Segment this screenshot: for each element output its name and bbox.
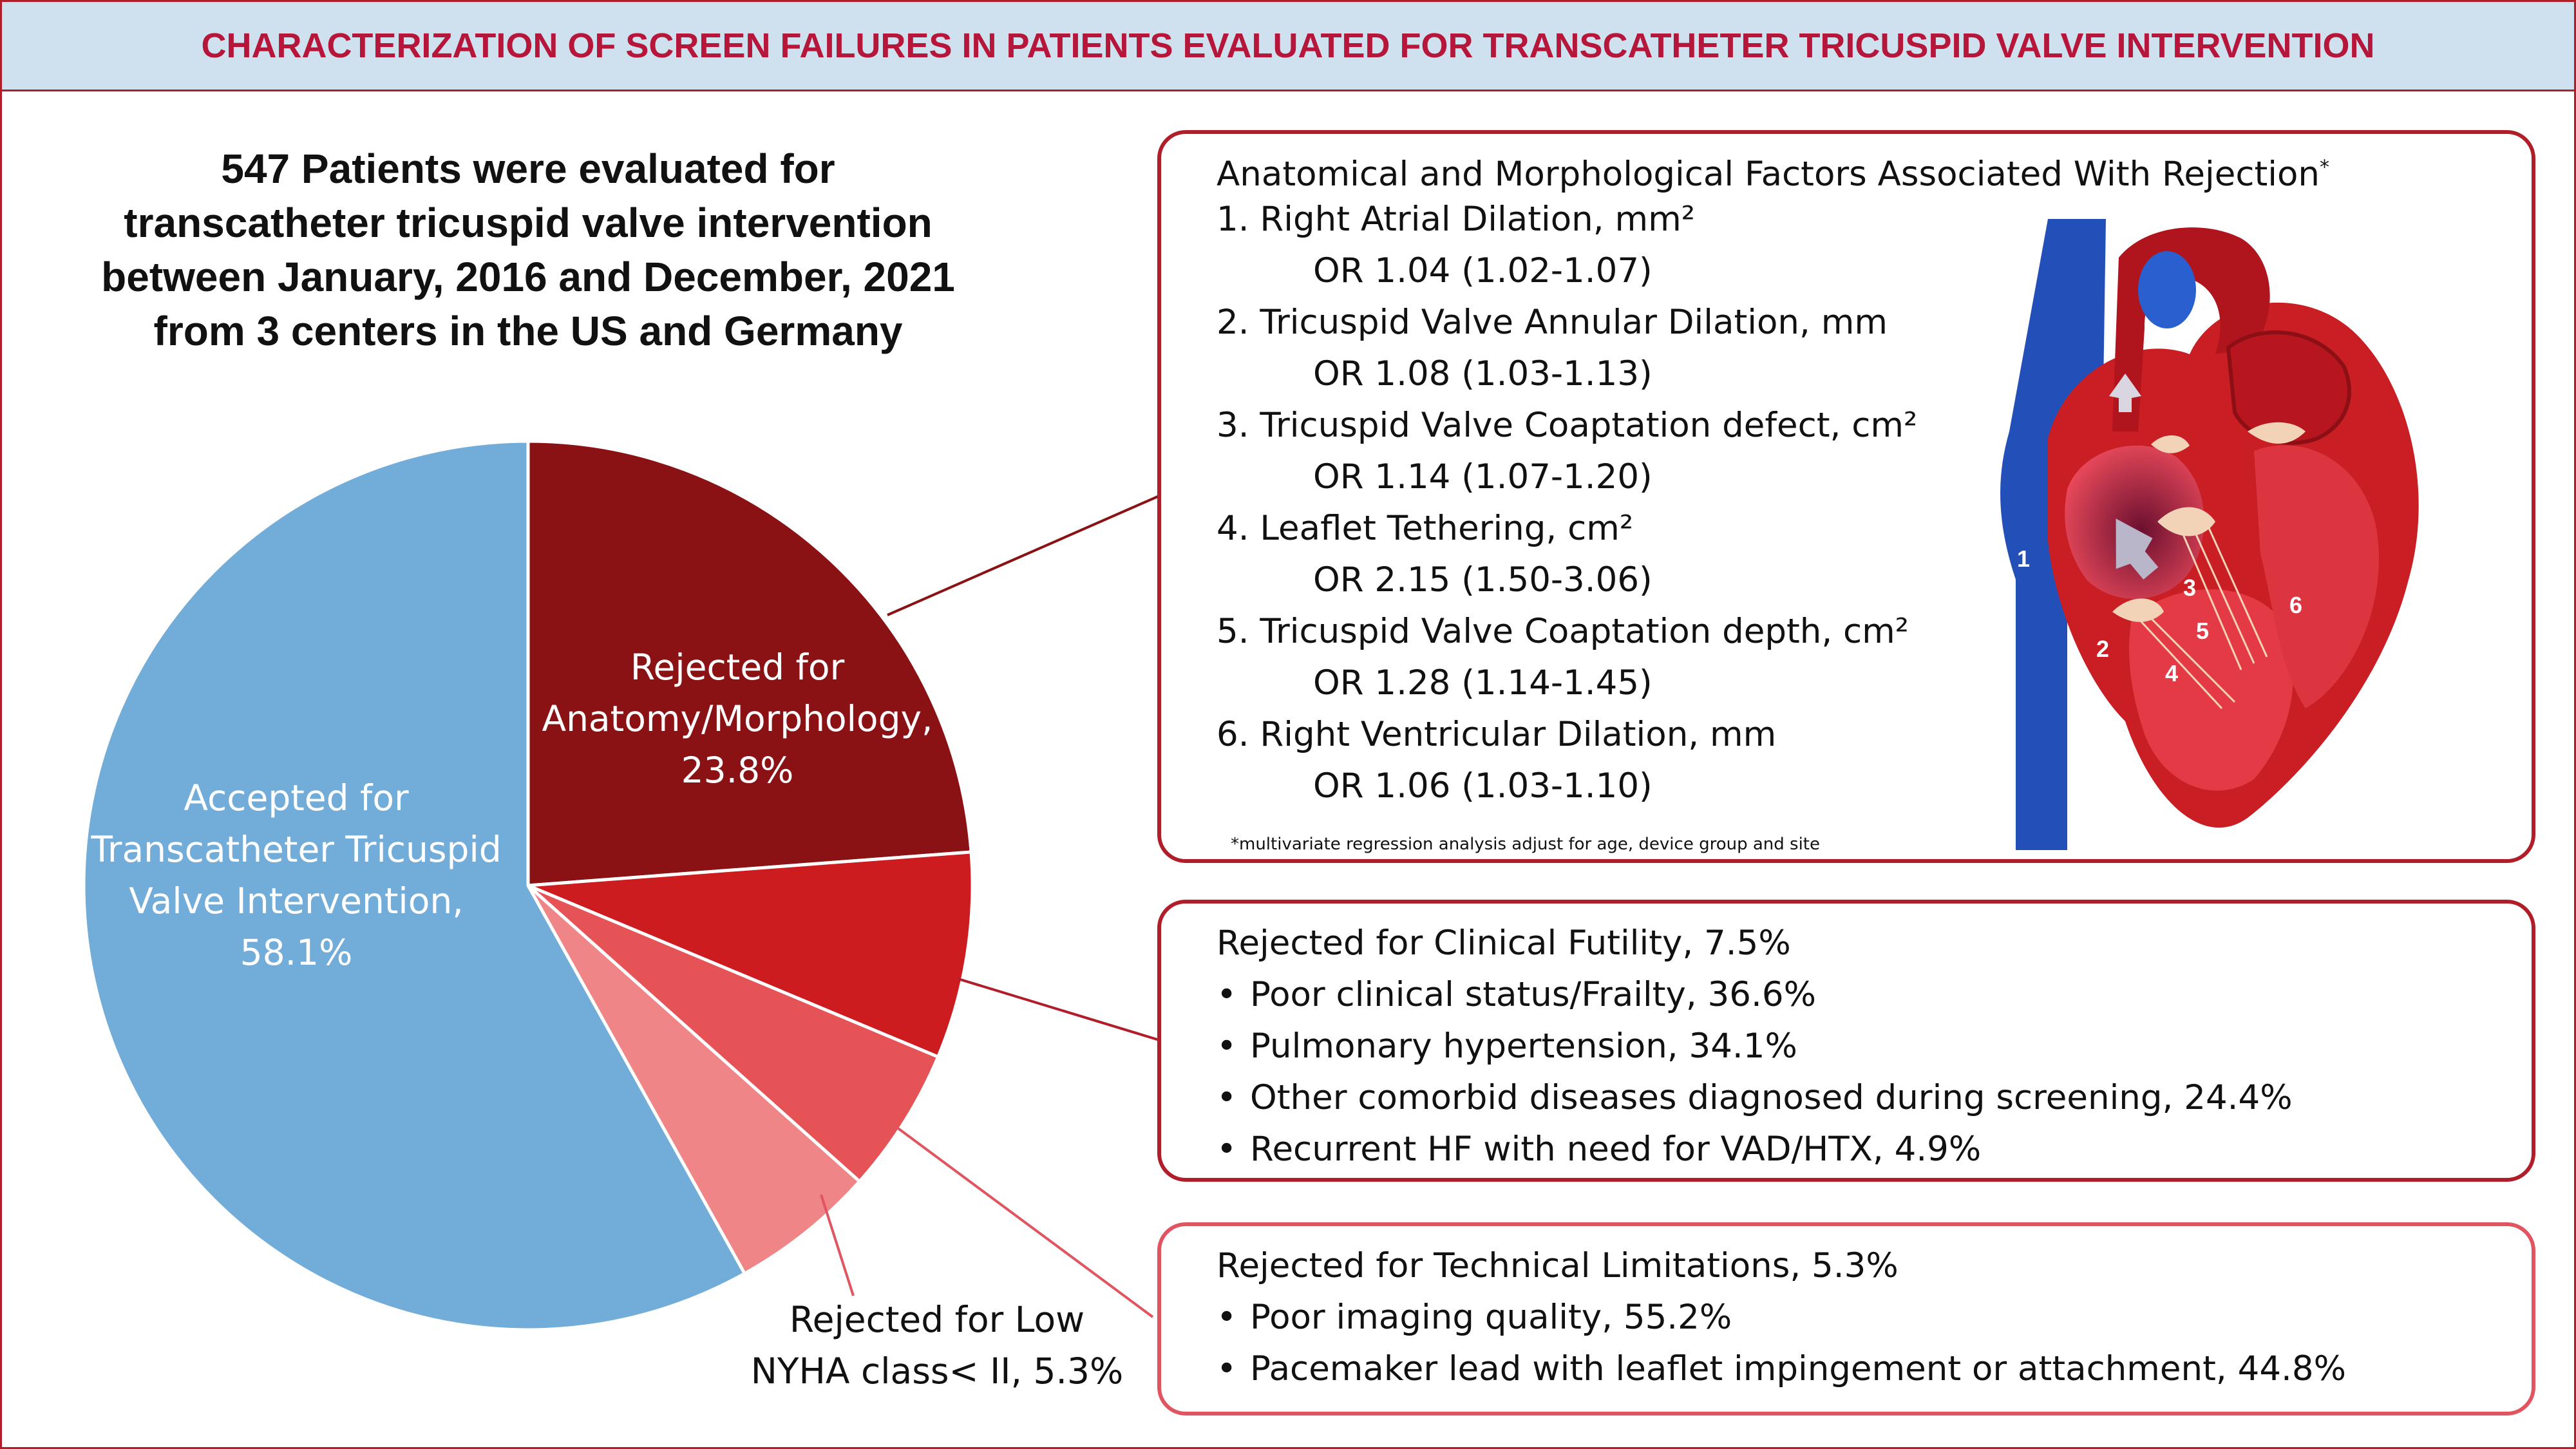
connector-technical	[891, 1122, 1154, 1318]
pie-slice-label-line: NYHA class< II, 5.3%	[751, 1350, 1123, 1392]
clinical-futility-box: Rejected for Clinical Futility, 7.5% Poo…	[1157, 900, 2535, 1182]
title-banner: CHARACTERIZATION OF SCREEN FAILURES IN P…	[2, 2, 2574, 91]
intro-text: 547 Patients were evaluated for transcat…	[101, 146, 955, 354]
tricuspid-leaflet-b	[2112, 598, 2164, 622]
pie-slice-label-line: Rejected for	[630, 647, 845, 688]
page-title: CHARACTERIZATION OF SCREEN FAILURES IN P…	[201, 26, 2375, 65]
futility-box-title: Rejected for Clinical Futility, 7.5%	[1217, 923, 1791, 963]
list-item: Recurrent HF with need for VAD/HTX, 4.9%	[1217, 1124, 2293, 1175]
pie-slice-label-line: Accepted for	[184, 777, 409, 819]
factor-label: 1. Right Atrial Dilation, mm²	[1217, 200, 1695, 239]
anatomy-box-title: Anatomical and Morphological Factors Ass…	[1217, 155, 2330, 194]
pie-slice	[527, 884, 940, 1184]
pie-slice-label-line: Valve Intervention,	[129, 880, 463, 922]
pie-slice	[527, 850, 974, 1059]
connector-anatomy	[887, 495, 1160, 616]
factor-odds-ratio: OR 1.14 (1.07-1.20)	[1313, 457, 1653, 497]
factor-list: 1. Right Atrial Dilation, mm² OR 1.04 (1.…	[1217, 194, 2329, 812]
list-item: Pulmonary hypertension, 34.1%	[1217, 1021, 2293, 1072]
factor-label: 5. Tricuspid Valve Coaptation depth, cm²	[1217, 612, 1909, 651]
list-item: Poor clinical status/Frailty, 36.6%	[1217, 969, 2293, 1021]
marker-1: 1	[2017, 545, 2030, 572]
flow-arrow-small-icon	[2109, 374, 2141, 412]
heart-illustration-icon: 1 2 3 4 5 6	[2000, 219, 2419, 850]
factor-label: 6. Right Ventricular Dilation, mm	[1217, 715, 1777, 754]
marker-2: 2	[2096, 636, 2109, 662]
anatomy-footnote: *multivariate regression analysis adjust…	[1231, 835, 1821, 854]
connector-futility	[958, 978, 1160, 1041]
marker-6: 6	[2289, 592, 2302, 618]
pulmonary-valve	[2151, 435, 2190, 453]
marker-5: 5	[2196, 618, 2209, 644]
factor-odds-ratio: OR 2.15 (1.50-3.06)	[1313, 560, 1653, 600]
factor-label: 3. Tricuspid Valve Coaptation defect, cm…	[1217, 406, 1918, 445]
technical-list: Poor imaging quality, 55.2%Pacemaker lea…	[1217, 1292, 2346, 1395]
factor-label: 4. Leaflet Tethering, cm²	[1217, 509, 1634, 548]
factor-odds-ratio: OR 1.28 (1.14-1.45)	[1313, 663, 1653, 703]
marker-3: 3	[2183, 574, 2196, 601]
pie-slice-label-line: Anatomy/Morphology,	[542, 698, 933, 739]
list-item: Other comorbid diseases diagnosed during…	[1217, 1072, 2293, 1124]
factor-label: 2. Tricuspid Valve Annular Dilation, mm	[1217, 303, 1888, 342]
pie-slice	[82, 439, 747, 1332]
pie-slice	[526, 884, 862, 1276]
tricuspid-leaflet-a	[2157, 507, 2215, 536]
right-atrium	[2065, 445, 2204, 599]
technical-limitations-box: Rejected for Technical Limitations, 5.3%…	[1157, 1222, 2535, 1416]
vessel-opening	[2138, 251, 2196, 328]
technical-box-title: Rejected for Technical Limitations, 5.3%	[1217, 1246, 1899, 1285]
pie-slice	[526, 439, 973, 887]
factor-odds-ratio: OR 1.04 (1.02-1.07)	[1313, 251, 1653, 290]
list-item: Pacemaker lead with leaflet impingement …	[1217, 1343, 2346, 1395]
mitral-valve	[2248, 422, 2306, 444]
list-item: Poor imaging quality, 55.2%	[1217, 1292, 2346, 1343]
chordae	[2137, 527, 2268, 710]
left-ventricle	[2254, 445, 2379, 708]
factor-odds-ratio: OR 1.06 (1.03-1.10)	[1313, 766, 1653, 806]
pie-slice-label-line: Rejected for Low	[790, 1299, 1084, 1340]
flow-arrow-icon	[2116, 518, 2159, 580]
futility-list: Poor clinical status/Frailty, 36.6%Pulmo…	[1217, 969, 2293, 1175]
pie-slice-label-line: 23.8%	[681, 750, 794, 791]
factor-odds-ratio: OR 1.08 (1.03-1.13)	[1313, 354, 1653, 393]
marker-4: 4	[2165, 660, 2178, 687]
connector-nyha	[820, 1194, 855, 1296]
right-ventricle	[2129, 589, 2293, 791]
pie-slices	[82, 439, 974, 1332]
pie-slice-label-line: Transcatheter Tricuspid	[90, 829, 501, 870]
pie-slice-label-line: 58.1%	[240, 932, 353, 973]
title-marker: *	[2320, 156, 2330, 179]
